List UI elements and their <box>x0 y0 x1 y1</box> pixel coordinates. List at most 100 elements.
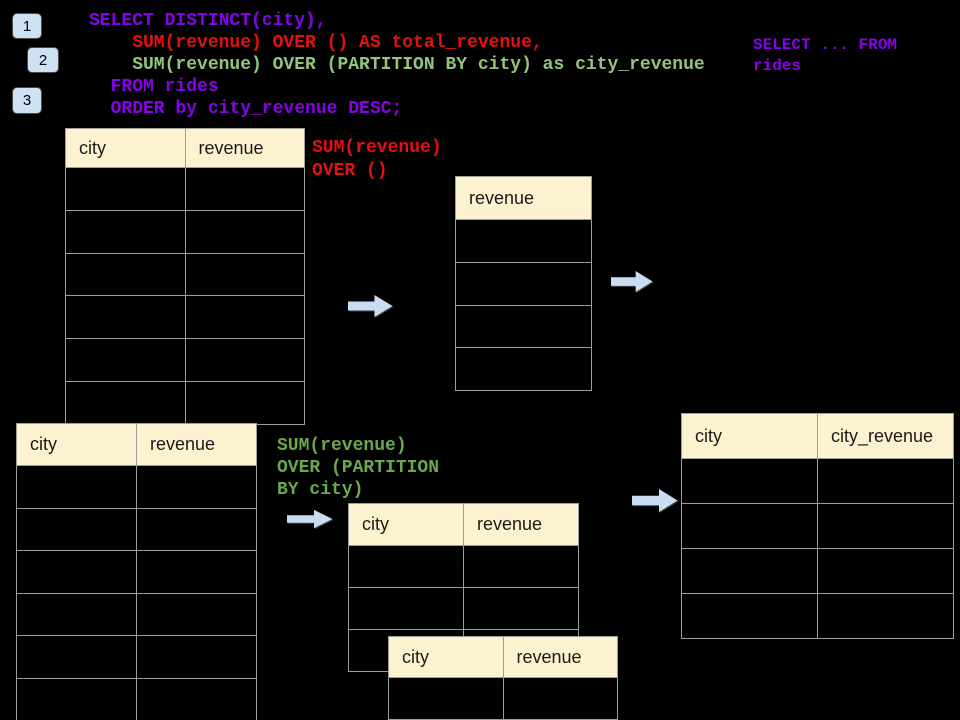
sql-code: SELECT DISTINCT(city), SUM(revenue) OVER… <box>89 10 705 120</box>
table-cell <box>66 339 186 381</box>
column-header: city <box>17 424 137 465</box>
table-cell <box>456 306 591 348</box>
table-cell <box>186 254 305 296</box>
table-cell <box>682 504 818 548</box>
table-cell <box>504 678 618 719</box>
table-cell <box>456 348 591 390</box>
table-cell <box>137 466 256 508</box>
table-header-row: city revenue <box>389 637 617 678</box>
table-cell <box>349 546 464 587</box>
arrow-right-icon <box>632 488 678 513</box>
table-source-bottom: city revenue <box>16 423 257 720</box>
table-cell <box>456 263 591 305</box>
column-header: city_revenue <box>831 425 934 446</box>
table-row <box>349 588 578 630</box>
table-cell <box>186 382 305 424</box>
table-row <box>456 220 591 263</box>
sql-code-line: FROM rides <box>89 77 219 97</box>
total-revenue-label: SUM(revenue) OVER () <box>312 137 442 183</box>
table-source-top: city revenue <box>65 128 305 425</box>
table-cell <box>186 339 305 381</box>
arrow-right-icon <box>348 294 393 318</box>
step-badge-1: 1 <box>12 13 42 39</box>
table-cell <box>17 508 137 550</box>
table-cell <box>456 220 591 262</box>
step-badge-2: 2 <box>27 47 59 73</box>
table-cell <box>349 588 464 629</box>
table-cell <box>186 211 305 253</box>
text-line: SUM(revenue) <box>312 138 442 158</box>
arrow-right-icon <box>287 509 333 529</box>
sql-code-line: ORDER by city_revenue DESC; <box>89 99 403 119</box>
table-cell <box>464 546 578 587</box>
column-header: revenue <box>516 646 582 667</box>
table-cell <box>137 509 256 551</box>
table-cell <box>17 636 137 678</box>
table-total-revenue-result: revenue <box>455 176 592 392</box>
step-badge-3: 3 <box>12 87 42 114</box>
table-row <box>456 306 591 349</box>
table-row <box>389 678 617 720</box>
table-row <box>682 504 953 549</box>
text-line: SUM(revenue) <box>277 436 407 456</box>
arrow-right-icon <box>611 270 653 293</box>
sql-code-line: SUM(revenue) OVER (PARTITION BY city) as… <box>89 55 705 75</box>
table-row <box>682 459 953 504</box>
table-row <box>66 339 304 382</box>
sql-code-line: SUM(revenue) OVER () AS total_revenue, <box>89 33 543 53</box>
column-header: city <box>389 637 504 677</box>
column-header: city <box>66 129 186 167</box>
table-cell <box>818 549 953 593</box>
table-header-row: city revenue <box>17 424 256 466</box>
column-header: revenue <box>469 187 535 208</box>
table-city-revenue-result: city city_revenue <box>681 413 954 639</box>
table-header-row: revenue <box>456 177 591 220</box>
table-cell <box>66 381 186 424</box>
table-row <box>17 466 256 509</box>
table-row <box>66 253 305 297</box>
column-header: city <box>682 414 818 458</box>
table-row <box>66 296 304 340</box>
table-header-row: city city_revenue <box>682 414 953 459</box>
text-line: BY city) <box>277 480 364 500</box>
text-line: OVER () <box>312 161 388 181</box>
table-row <box>17 551 256 594</box>
column-header: revenue <box>150 434 216 454</box>
table-cell <box>137 636 256 678</box>
table-cell <box>17 593 137 635</box>
table-row <box>349 546 578 588</box>
table-header-row: city revenue <box>66 129 304 168</box>
table-row <box>66 210 305 254</box>
table-row <box>456 348 591 390</box>
table-row <box>17 636 256 679</box>
table-row <box>17 508 256 551</box>
table-cell <box>682 549 818 593</box>
table-cell <box>66 210 186 253</box>
table-row <box>66 168 304 211</box>
table-cell <box>464 588 578 629</box>
table-cell <box>17 551 137 593</box>
column-header: city <box>349 504 464 545</box>
table-row <box>682 549 953 594</box>
table-cell <box>818 504 953 548</box>
table-cell <box>186 168 305 210</box>
table-cell <box>137 594 256 636</box>
table-row <box>66 381 305 424</box>
table-row <box>682 594 953 638</box>
table-cell <box>389 678 504 719</box>
sql-code-line: SELECT DISTINCT(city), <box>89 11 327 31</box>
table-cell <box>682 459 818 503</box>
table-cell <box>66 168 186 210</box>
table-cell <box>17 466 137 508</box>
table-cell <box>137 551 256 593</box>
table-row <box>17 678 256 720</box>
text-line: rides <box>753 57 802 75</box>
table-cell <box>66 253 186 296</box>
table-cell <box>17 678 137 720</box>
table-partition-mid: city revenue <box>348 503 579 672</box>
column-header: revenue <box>198 137 264 158</box>
table-partition-overlay: city revenue <box>388 636 618 720</box>
